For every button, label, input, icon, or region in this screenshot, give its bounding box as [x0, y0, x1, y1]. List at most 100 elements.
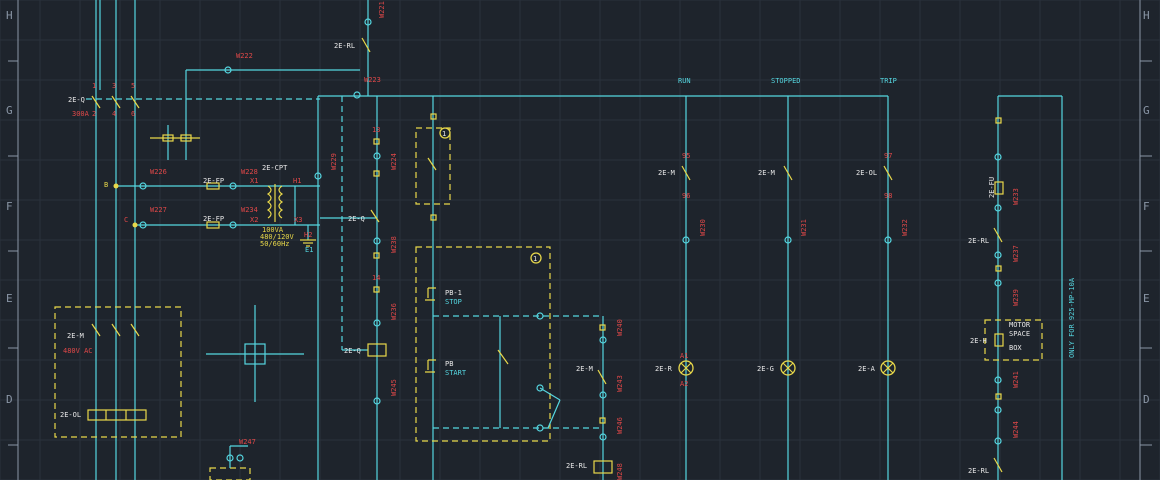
breaker-rating: 300A [72, 110, 90, 118]
wire-tag-w239: W239 [1012, 289, 1020, 306]
wire-tag-w231: W231 [800, 219, 808, 236]
terminal-h1: H1 [293, 177, 301, 185]
terminal-x3: X3 [294, 216, 302, 224]
device-tag-transformer: 2E-CPT [262, 164, 288, 172]
wire-tag-w228: W228 [241, 168, 258, 176]
wire-tag-w244: W244 [1012, 421, 1020, 438]
zone-label-right-g: G [1143, 104, 1150, 117]
wire-tag-w223: W223 [364, 76, 381, 84]
device-tag-relay-coil: 2E-RL [566, 462, 587, 470]
wire-tag-w227: W227 [150, 206, 167, 214]
terminal-4: 4 [112, 110, 116, 118]
zone-label-left-d: D [6, 393, 13, 406]
device-tag-relay-right-2: 2E-RL [968, 467, 989, 475]
terminal-96: 96 [682, 192, 690, 200]
terminal-95: 95 [682, 152, 690, 160]
terminal-3: 3 [112, 82, 116, 90]
device-tag-fuse-1: 2E-FP [203, 177, 224, 185]
terminal-5: 5 [131, 82, 135, 90]
zone-label-right-h: H [1143, 9, 1150, 22]
wire-tag-w226: W226 [150, 168, 167, 176]
terminal-97: 97 [884, 152, 892, 160]
wire-tag-w234: W234 [241, 206, 258, 214]
terminal-14: 14 [372, 274, 380, 282]
terminal-98: 98 [884, 192, 892, 200]
terminal-a2: A2 [680, 380, 688, 388]
zone-label-left-h: H [6, 9, 13, 22]
device-tag-overload: 2E-OL [60, 411, 81, 419]
terminal-a1: A1 [680, 352, 688, 360]
transformer-rating-3: 50/60Hz [260, 240, 290, 248]
terminal-13: 13 [372, 126, 380, 134]
pb-start-text: START [445, 369, 467, 377]
wire-tag-w232: W232 [901, 219, 909, 236]
device-tag-contactor: 2E-M [67, 332, 84, 340]
circle-marker-2: 1 [533, 255, 537, 263]
wire-junction-nodes [139, 18, 1002, 462]
device-tag-q-coil: 2E-Q [344, 347, 361, 355]
terminal-h2: H2 [304, 231, 312, 239]
device-tag-m-aux: 2E-M [576, 365, 593, 373]
terminal-6: 6 [131, 110, 135, 118]
power-circuit [54, 0, 360, 480]
device-tag-lamp-amber: 2E-A [858, 365, 876, 373]
ground-tag: E1 [305, 246, 313, 254]
device-tag-fuse-2: 2E-FP [203, 215, 224, 223]
device-tag-trip-contact: 2E-OL [856, 169, 877, 177]
control-circuit [317, 0, 1063, 480]
wire-tag-w248: W248 [616, 463, 624, 480]
wire-tag-w237: W237 [1012, 245, 1020, 262]
terminal-c: C [124, 216, 128, 224]
space-box-line-2: SPACE [1009, 330, 1030, 338]
wire-tag-w233: W233 [1012, 188, 1020, 205]
wire-tag-w245: W245 [390, 379, 398, 396]
column-header-trip: TRIP [880, 77, 897, 85]
wire-tag-w236: W236 [390, 303, 398, 320]
column-header-stopped: STOPPED [771, 77, 801, 85]
zone-label-right-f: F [1143, 200, 1150, 213]
vertical-note: ONLY FOR 925-MP-10A [1068, 277, 1076, 358]
terminal-1: 1 [92, 82, 96, 90]
device-tag-lamp-green: 2E-G [757, 365, 774, 373]
wire-tag-w229: W229 [330, 153, 338, 170]
device-tag-q-aux: 2E-Q [348, 215, 365, 223]
wire-tag-w243: W243 [616, 375, 624, 392]
contactor-rating: 480V AC [63, 347, 93, 355]
zone-label-right-d: D [1143, 393, 1150, 406]
wire-tag-w222: W222 [236, 52, 253, 60]
terminal-x1: X1 [250, 177, 258, 185]
terminal-b: B [104, 181, 108, 189]
pb-stop-text: STOP [445, 298, 462, 306]
zone-label-left-f: F [6, 200, 13, 213]
circle-marker-1: 1 [442, 130, 446, 138]
device-tag-fuse-right: 2E-FU [988, 177, 996, 198]
column-header-run: RUN [678, 77, 691, 85]
device-tag-relay-top: 2E-RL [334, 42, 355, 50]
transformer-rating-2: 480/120V [260, 233, 295, 241]
wire-tag-w224: W224 [390, 153, 398, 170]
wire-tag-w246: W246 [616, 417, 624, 434]
zone-label-left-e: E [6, 292, 13, 305]
drawing-frame: H G F E D H G F E D [6, 0, 1152, 480]
device-tag-breaker: 2E-Q [68, 96, 85, 104]
device-tag-lamp-red: 2E-R [655, 365, 673, 373]
device-tag-run-contact: 2E-M [658, 169, 675, 177]
pb-start-tag: PB [445, 360, 453, 368]
wire-tag-w230: W230 [699, 219, 707, 236]
device-tag-relay-right-1: 2E-RL [968, 237, 989, 245]
wire-tag-w238: W238 [390, 236, 398, 253]
terminal-2: 2 [92, 110, 96, 118]
zone-label-left-g: G [6, 104, 13, 117]
terminal-x2: X2 [250, 216, 258, 224]
wire-tag-w221: W221 [378, 1, 386, 18]
device-tag-stopped-contact: 2E-M [758, 169, 775, 177]
wire-tag-w247: W247 [239, 438, 256, 446]
device-tag-heater: 2E-H [970, 337, 987, 345]
wire-tag-w240: W240 [616, 319, 624, 336]
pb-stop-tag: PB-1 [445, 289, 462, 297]
space-box-line-3: BOX [1009, 344, 1022, 352]
transformer-rating-1: 100VA [262, 226, 284, 234]
wire-tag-w241: W241 [1012, 371, 1020, 388]
space-box-line-1: MOTOR [1009, 321, 1031, 329]
